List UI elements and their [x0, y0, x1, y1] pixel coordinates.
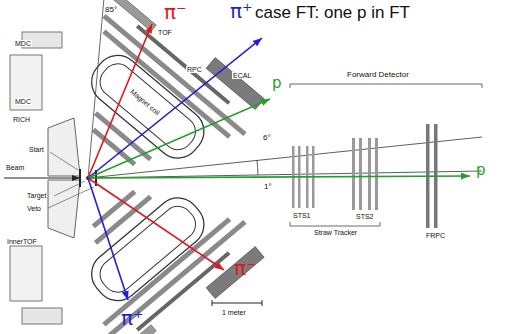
detector-lower: [10, 148, 270, 334]
part-name: ECAL: [232, 72, 252, 79]
part-name: RICH: [12, 116, 31, 123]
sts2-planes: [352, 138, 378, 210]
angle-arc: [257, 160, 258, 175]
angle-line: [88, 171, 482, 178]
leader-line: [54, 181, 85, 196]
angle-label: 1°: [263, 183, 273, 191]
figure-title: case FT: one p in FT: [255, 4, 410, 21]
part-name: Beam: [5, 164, 25, 171]
scale-bar: [212, 300, 262, 306]
part-name: RPC: [186, 66, 203, 73]
straw-plane: [359, 138, 362, 210]
particle-label: p: [271, 76, 283, 91]
part-name: MDC: [14, 40, 32, 47]
pion-minus-track: [88, 178, 224, 270]
scale-label: 1 meter: [221, 309, 247, 316]
detector-lower-copy: [10, 148, 270, 334]
leader-line: [48, 187, 94, 208]
region-name: Straw Tracker: [313, 229, 358, 236]
part-name: Magnet coil: [128, 87, 161, 117]
part-name: STS1: [292, 212, 312, 219]
particle-label: π⁺: [120, 308, 145, 328]
particle-label: π⁻: [163, 2, 188, 22]
straw-plane: [368, 138, 371, 210]
particle-label: π⁻: [233, 258, 258, 278]
straw-plane: [352, 138, 355, 210]
pion-plus-track: [88, 38, 262, 178]
part-name: FRPC: [425, 232, 446, 239]
start-detector: [79, 169, 81, 187]
part-name: Target: [26, 192, 47, 199]
angle-label: 6°: [262, 134, 272, 142]
part-name: InnerTOF: [6, 238, 38, 245]
angle-line: [88, 137, 482, 178]
angle-line: [88, 0, 104, 178]
region-name: Forward Detector: [346, 71, 410, 79]
angle-label: 85°: [104, 6, 118, 14]
particle-label: p: [475, 163, 487, 178]
proton-track: [88, 99, 270, 178]
part-name: Start: [28, 146, 45, 153]
part-name: STS2: [355, 213, 375, 220]
beam-line: [4, 177, 80, 178]
part-name: TOF: [157, 29, 173, 36]
straw-plane: [375, 138, 378, 210]
part-name: MDC: [14, 98, 32, 105]
leader-line: [50, 152, 78, 170]
bracket: [290, 222, 380, 226]
bracket: [290, 84, 482, 88]
part-name: Veto: [26, 205, 42, 212]
proton-track: [88, 176, 470, 178]
pion-plus-track: [88, 178, 128, 300]
particle-label: π⁺: [229, 1, 254, 21]
